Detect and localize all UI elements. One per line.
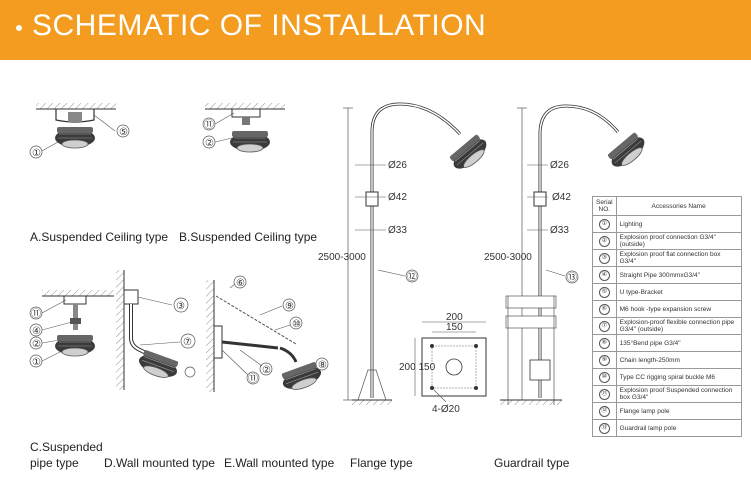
table-row: ⑨ Chain length-250mm bbox=[592, 351, 742, 369]
table-row: ⑤ U type-Bracket bbox=[592, 283, 742, 301]
row-name: Flange lamp pole bbox=[615, 402, 742, 420]
row-number: ④ bbox=[598, 269, 610, 281]
flange-height-label: 2500-3000 bbox=[318, 252, 366, 263]
caption-guardrail: Guardrail type bbox=[494, 456, 570, 470]
row-number: ⑨ bbox=[598, 354, 610, 366]
caption-e: E.Wall mounted type bbox=[224, 456, 335, 470]
callout-11-e: ⑪ bbox=[248, 373, 258, 385]
diagram-flange-plate: 200 150 200 150 4-Ø20 bbox=[399, 312, 487, 415]
plate-width-200: 200 bbox=[446, 312, 463, 323]
flange-d42-label: Ø42 bbox=[388, 192, 407, 203]
row-number: ③ bbox=[598, 252, 610, 264]
caption-b: B.Suspended Ceiling type bbox=[179, 230, 318, 244]
row-number: ⑫ bbox=[598, 405, 610, 417]
row-name: Guardrail lamp pole bbox=[615, 419, 742, 437]
table-row: ⑧ 135°Bend pipe G3/4" bbox=[592, 334, 742, 352]
callout-11-b: ⑪ bbox=[204, 119, 214, 131]
callout-13: ⑬ bbox=[567, 272, 577, 284]
callout-12: ⑫ bbox=[407, 271, 417, 283]
diagram-flange-pole: 2500-3000 Ø26 Ø42 Ø33 ⑫ bbox=[318, 102, 493, 405]
flange-d33-label: Ø33 bbox=[388, 225, 407, 236]
callout-8-e: ⑧ bbox=[318, 360, 327, 371]
callout-11-c: ⑪ bbox=[31, 308, 41, 320]
row-number: ⑧ bbox=[598, 337, 610, 349]
diagram-c-suspended-pipe: ⑪ ④ ② ① bbox=[29, 290, 114, 368]
row-name: 135°Bend pipe G3/4" bbox=[615, 334, 742, 352]
bullet-icon bbox=[16, 25, 22, 31]
table-row: ④ Straight Pipe 300mmxG3/4" bbox=[592, 266, 742, 284]
row-number: ⑪ bbox=[598, 388, 610, 400]
table-row: ⑥ M6 hook -type expansion screw bbox=[592, 300, 742, 318]
diagram-guardrail-pole: 2500-3000 Ø26 Ø42 Ø33 ⑬ bbox=[484, 104, 651, 405]
callout-5: ⑤ bbox=[119, 127, 128, 138]
callout-1-c: ① bbox=[32, 357, 41, 368]
installation-diagram: ⑤ ① ⑪ ② ⑪ ④ ② ① bbox=[29, 102, 651, 415]
caption-c-line2: pipe type bbox=[30, 456, 79, 470]
table-row: ⑪ Explosion proof Suspended connection bo… bbox=[592, 385, 742, 403]
page-title: SCHEMATIC OF INSTALLATION bbox=[32, 9, 487, 42]
plate-height: 200 150 bbox=[399, 362, 436, 373]
diagram-e-wall-mounted: ⑥ ⑨ ⑩ ⑪ ② ⑧ bbox=[206, 275, 329, 395]
row-number: ⑥ bbox=[598, 303, 610, 315]
guardrail-d33-label: Ø33 bbox=[550, 225, 569, 236]
table-row: ⑬ Guardrail lamp pole bbox=[592, 419, 742, 437]
callout-2-e: ② bbox=[262, 365, 271, 376]
guardrail-d26-label: Ø26 bbox=[550, 160, 569, 171]
callout-4-c: ④ bbox=[32, 326, 41, 337]
caption-a: A.Suspended Ceiling type bbox=[30, 230, 169, 244]
row-number: ⑬ bbox=[598, 422, 610, 434]
callout-10-e: ⑩ bbox=[292, 319, 301, 330]
table-row: ⑦ Explosion-proof flexible connection pip… bbox=[592, 317, 742, 335]
row-name: Chain length-250mm bbox=[615, 351, 742, 369]
caption-c-line1: C.Suspended bbox=[30, 440, 103, 454]
header-banner: SCHEMATIC OF INSTALLATION bbox=[0, 0, 751, 60]
header-name: Accessories Name bbox=[615, 196, 742, 216]
callout-2-b: ② bbox=[205, 138, 214, 149]
table-row: ② Explosion proof connection G3/4" (outsi… bbox=[592, 232, 742, 250]
diagram-d-wall-mounted: ③ ⑦ bbox=[116, 270, 196, 390]
header-serial: Serial NO. bbox=[592, 196, 617, 216]
callout-1: ① bbox=[32, 148, 41, 159]
row-name: Lighting bbox=[615, 215, 742, 233]
guardrail-d42-label: Ø42 bbox=[552, 192, 571, 203]
table-row: ⑩ Type CC rigging spiral buckle M6 bbox=[592, 368, 742, 386]
caption-flange: Flange type bbox=[350, 456, 413, 470]
row-name: Straight Pipe 300mmxG3/4" bbox=[615, 266, 742, 284]
row-number: ⑤ bbox=[598, 286, 610, 298]
plate-holes: 4-Ø20 bbox=[432, 404, 460, 415]
caption-d: D.Wall mounted type bbox=[104, 456, 215, 470]
callout-6-e: ⑥ bbox=[236, 278, 245, 289]
row-name: M6 hook -type expansion screw bbox=[615, 300, 742, 318]
row-name: Explosion proof Suspended connection box… bbox=[615, 385, 742, 403]
table-row: ① Lighting bbox=[592, 215, 742, 233]
row-number: ② bbox=[598, 235, 610, 247]
callout-7-d: ⑦ bbox=[183, 337, 192, 348]
row-name: Explosion proof flat connection box G3/4… bbox=[615, 249, 742, 267]
table-header-row: Serial NO. Accessories Name bbox=[592, 196, 742, 216]
row-number: ① bbox=[598, 218, 610, 230]
callout-2-c: ② bbox=[32, 339, 41, 350]
guardrail-height-label: 2500-3000 bbox=[484, 252, 532, 263]
row-number: ⑩ bbox=[598, 371, 610, 383]
table-row: ③ Explosion proof flat connection box G3/… bbox=[592, 249, 742, 267]
row-name: Type CC rigging spiral buckle M6 bbox=[615, 368, 742, 386]
plate-width-150: 150 bbox=[446, 322, 463, 333]
callout-9-e: ⑨ bbox=[285, 301, 294, 312]
row-name: U type-Bracket bbox=[615, 283, 742, 301]
flange-d26-label: Ø26 bbox=[388, 160, 407, 171]
diagram-a-suspended-ceiling: ⑤ ① bbox=[29, 103, 130, 159]
table-row: ⑫ Flange lamp pole bbox=[592, 402, 742, 420]
row-number: ⑦ bbox=[598, 320, 610, 332]
row-name: Explosion-proof flexible connection pipe… bbox=[615, 317, 742, 335]
diagram-b-suspended-ceiling: ⑪ ② bbox=[202, 103, 285, 153]
callout-3-d: ③ bbox=[176, 301, 185, 312]
row-name: Explosion proof connection G3/4" (outsid… bbox=[615, 232, 742, 250]
